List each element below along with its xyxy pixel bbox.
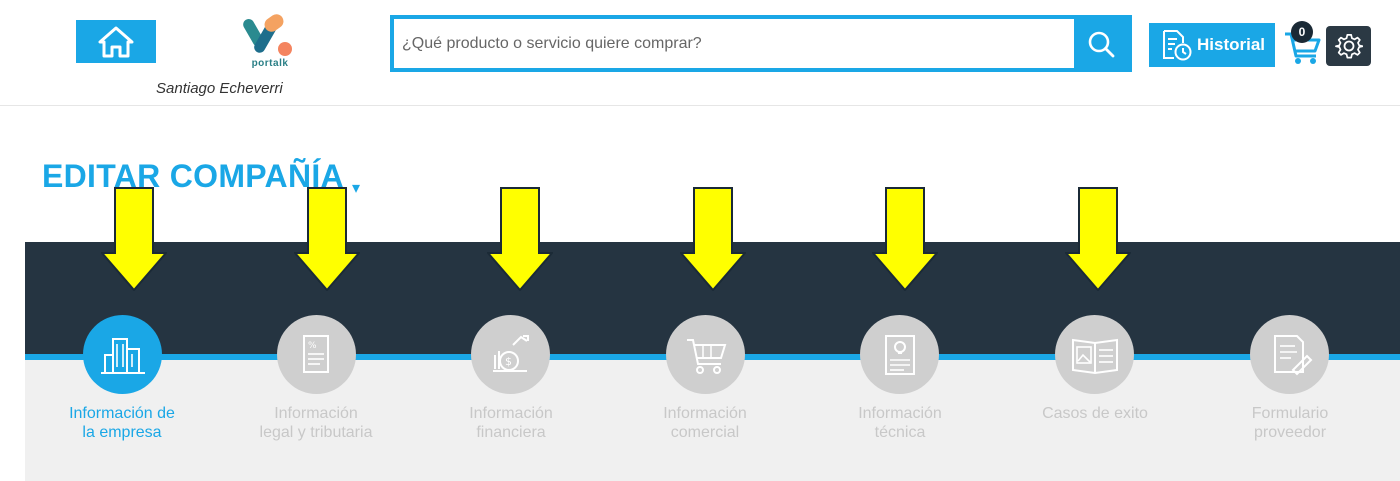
cart-count-badge: 0 [1291, 21, 1313, 43]
step-circle-informacion-legal[interactable]: % [277, 315, 356, 394]
step-circle-informacion-comercial[interactable] [666, 315, 745, 394]
history-document-icon [1163, 30, 1192, 61]
step-label-line2: proveedor [1253, 424, 1327, 441]
step-circle-informacion-empresa[interactable] [83, 315, 162, 394]
step-label-line2: comercial [670, 424, 740, 441]
step-label-line1: Información [858, 405, 942, 422]
step-label-line2: legal y tributaria [259, 424, 373, 441]
annotation-arrow-down-icon [101, 187, 167, 291]
search-input[interactable] [402, 29, 1072, 58]
annotation-arrow-down-icon [872, 187, 938, 291]
portalk-logo [243, 14, 292, 56]
annotation-arrow-down-icon [487, 187, 553, 291]
search-icon [1088, 31, 1115, 57]
step-label-line1: Casos de exito [1042, 405, 1148, 422]
svg-text:$: $ [505, 355, 512, 368]
shopping-cart-icon [686, 338, 726, 374]
step-label-casos-exito[interactable]: Casos de exito [1015, 404, 1175, 423]
step-circle-casos-exito[interactable] [1055, 315, 1134, 394]
logo-text: portalk [251, 58, 289, 69]
annotation-arrow-down-icon [1065, 187, 1131, 291]
step-label-line1: Información [469, 405, 553, 422]
step-label-informacion-financiera[interactable]: Información financiera [431, 404, 591, 442]
settings-button[interactable] [1326, 26, 1371, 66]
legal-document-icon: % [302, 334, 329, 373]
search-bar [390, 15, 1132, 72]
step-label-informacion-comercial[interactable]: Información comercial [625, 404, 785, 442]
step-circle-formulario-proveedor[interactable] [1250, 315, 1329, 394]
step-label-line2: financiera [476, 424, 546, 441]
annotation-arrow-down-icon [680, 187, 746, 291]
search-button[interactable] [1074, 19, 1128, 68]
technical-document-icon [884, 334, 915, 375]
step-circle-informacion-financiera[interactable]: $ [471, 315, 550, 394]
home-button[interactable] [76, 20, 156, 63]
step-label-line2: la empresa [82, 424, 162, 441]
user-name: Santiago Echeverri [156, 80, 283, 97]
step-label-line1: Formulario [1251, 405, 1329, 422]
step-label-line2: técnica [874, 424, 926, 441]
header: portalk Santiago Echeverri Histori [0, 0, 1400, 106]
finance-icon: $ [492, 334, 529, 372]
step-label-informacion-legal[interactable]: Información legal y tributaria [236, 404, 396, 442]
title-dropdown-caret-icon[interactable]: ▾ [352, 180, 361, 197]
historial-label: Historial [1197, 35, 1266, 54]
building-icon [100, 337, 145, 374]
svg-text:%: % [308, 341, 317, 351]
gear-icon [1334, 33, 1363, 59]
form-icon [1273, 334, 1312, 375]
step-label-informacion-tecnica[interactable]: Información técnica [820, 404, 980, 442]
annotation-arrow-down-icon [294, 187, 360, 291]
step-label-formulario-proveedor[interactable]: Formulario proveedor [1210, 404, 1370, 442]
page-title[interactable]: EDITAR COMPAÑÍA [42, 158, 344, 194]
gallery-book-icon [1071, 338, 1118, 374]
historial-button[interactable]: Historial [1149, 23, 1275, 67]
home-icon [98, 26, 134, 57]
step-label-line1: Información [274, 405, 358, 422]
step-label-line1: Información [663, 405, 747, 422]
step-label-line1: Información de [69, 405, 175, 422]
step-label-informacion-empresa[interactable]: Información de la empresa [42, 404, 202, 442]
step-circle-informacion-tecnica[interactable] [860, 315, 939, 394]
